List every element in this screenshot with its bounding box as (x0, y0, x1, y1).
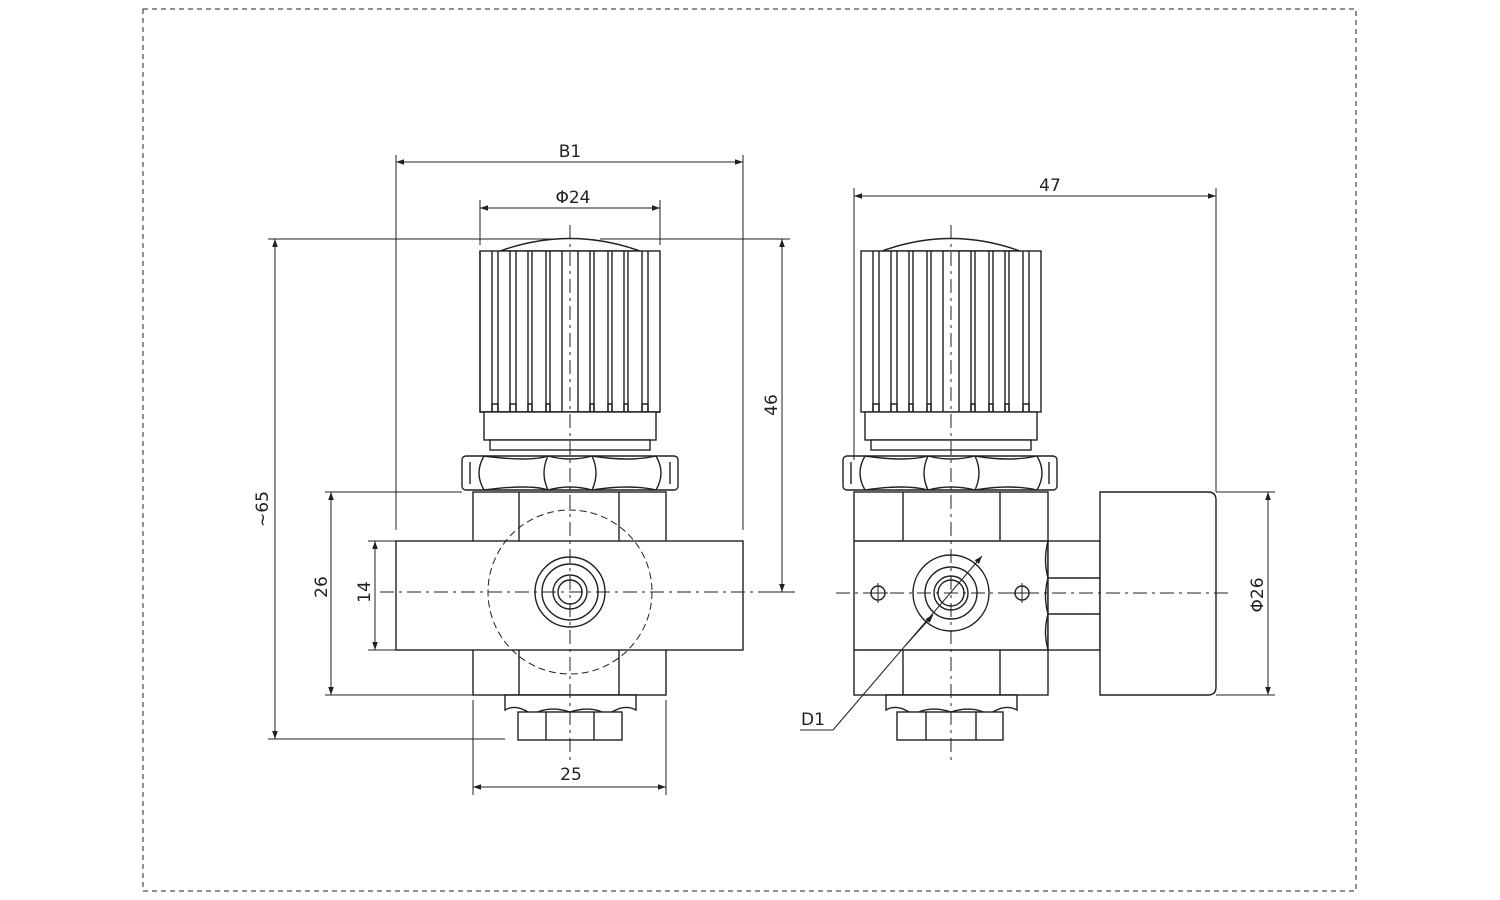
label-body-height: 26 (312, 576, 332, 598)
side-gauge (1099, 491, 1217, 696)
front-dimensions (268, 155, 790, 795)
side-gauge-connector (1044, 540, 1104, 651)
side-lock-nut (842, 455, 1058, 491)
side-bottom-bonnet (885, 694, 1018, 741)
front-view (380, 225, 795, 760)
label-port-size: D1 (801, 710, 825, 730)
label-knob-height: 46 (762, 394, 782, 416)
label-gauge-diameter: Φ26 (1248, 577, 1268, 612)
label-overall-height: ~65 (253, 491, 273, 527)
label-port-height: 14 (355, 581, 375, 603)
label-knob-diameter: Φ24 (555, 188, 590, 208)
label-body-width: 25 (560, 765, 582, 785)
side-dimensions (800, 188, 1275, 731)
drawing-frame (142, 8, 1357, 892)
label-side-depth: 47 (1039, 176, 1061, 196)
side-view (836, 225, 1230, 760)
label-front-width: B1 (559, 142, 581, 162)
